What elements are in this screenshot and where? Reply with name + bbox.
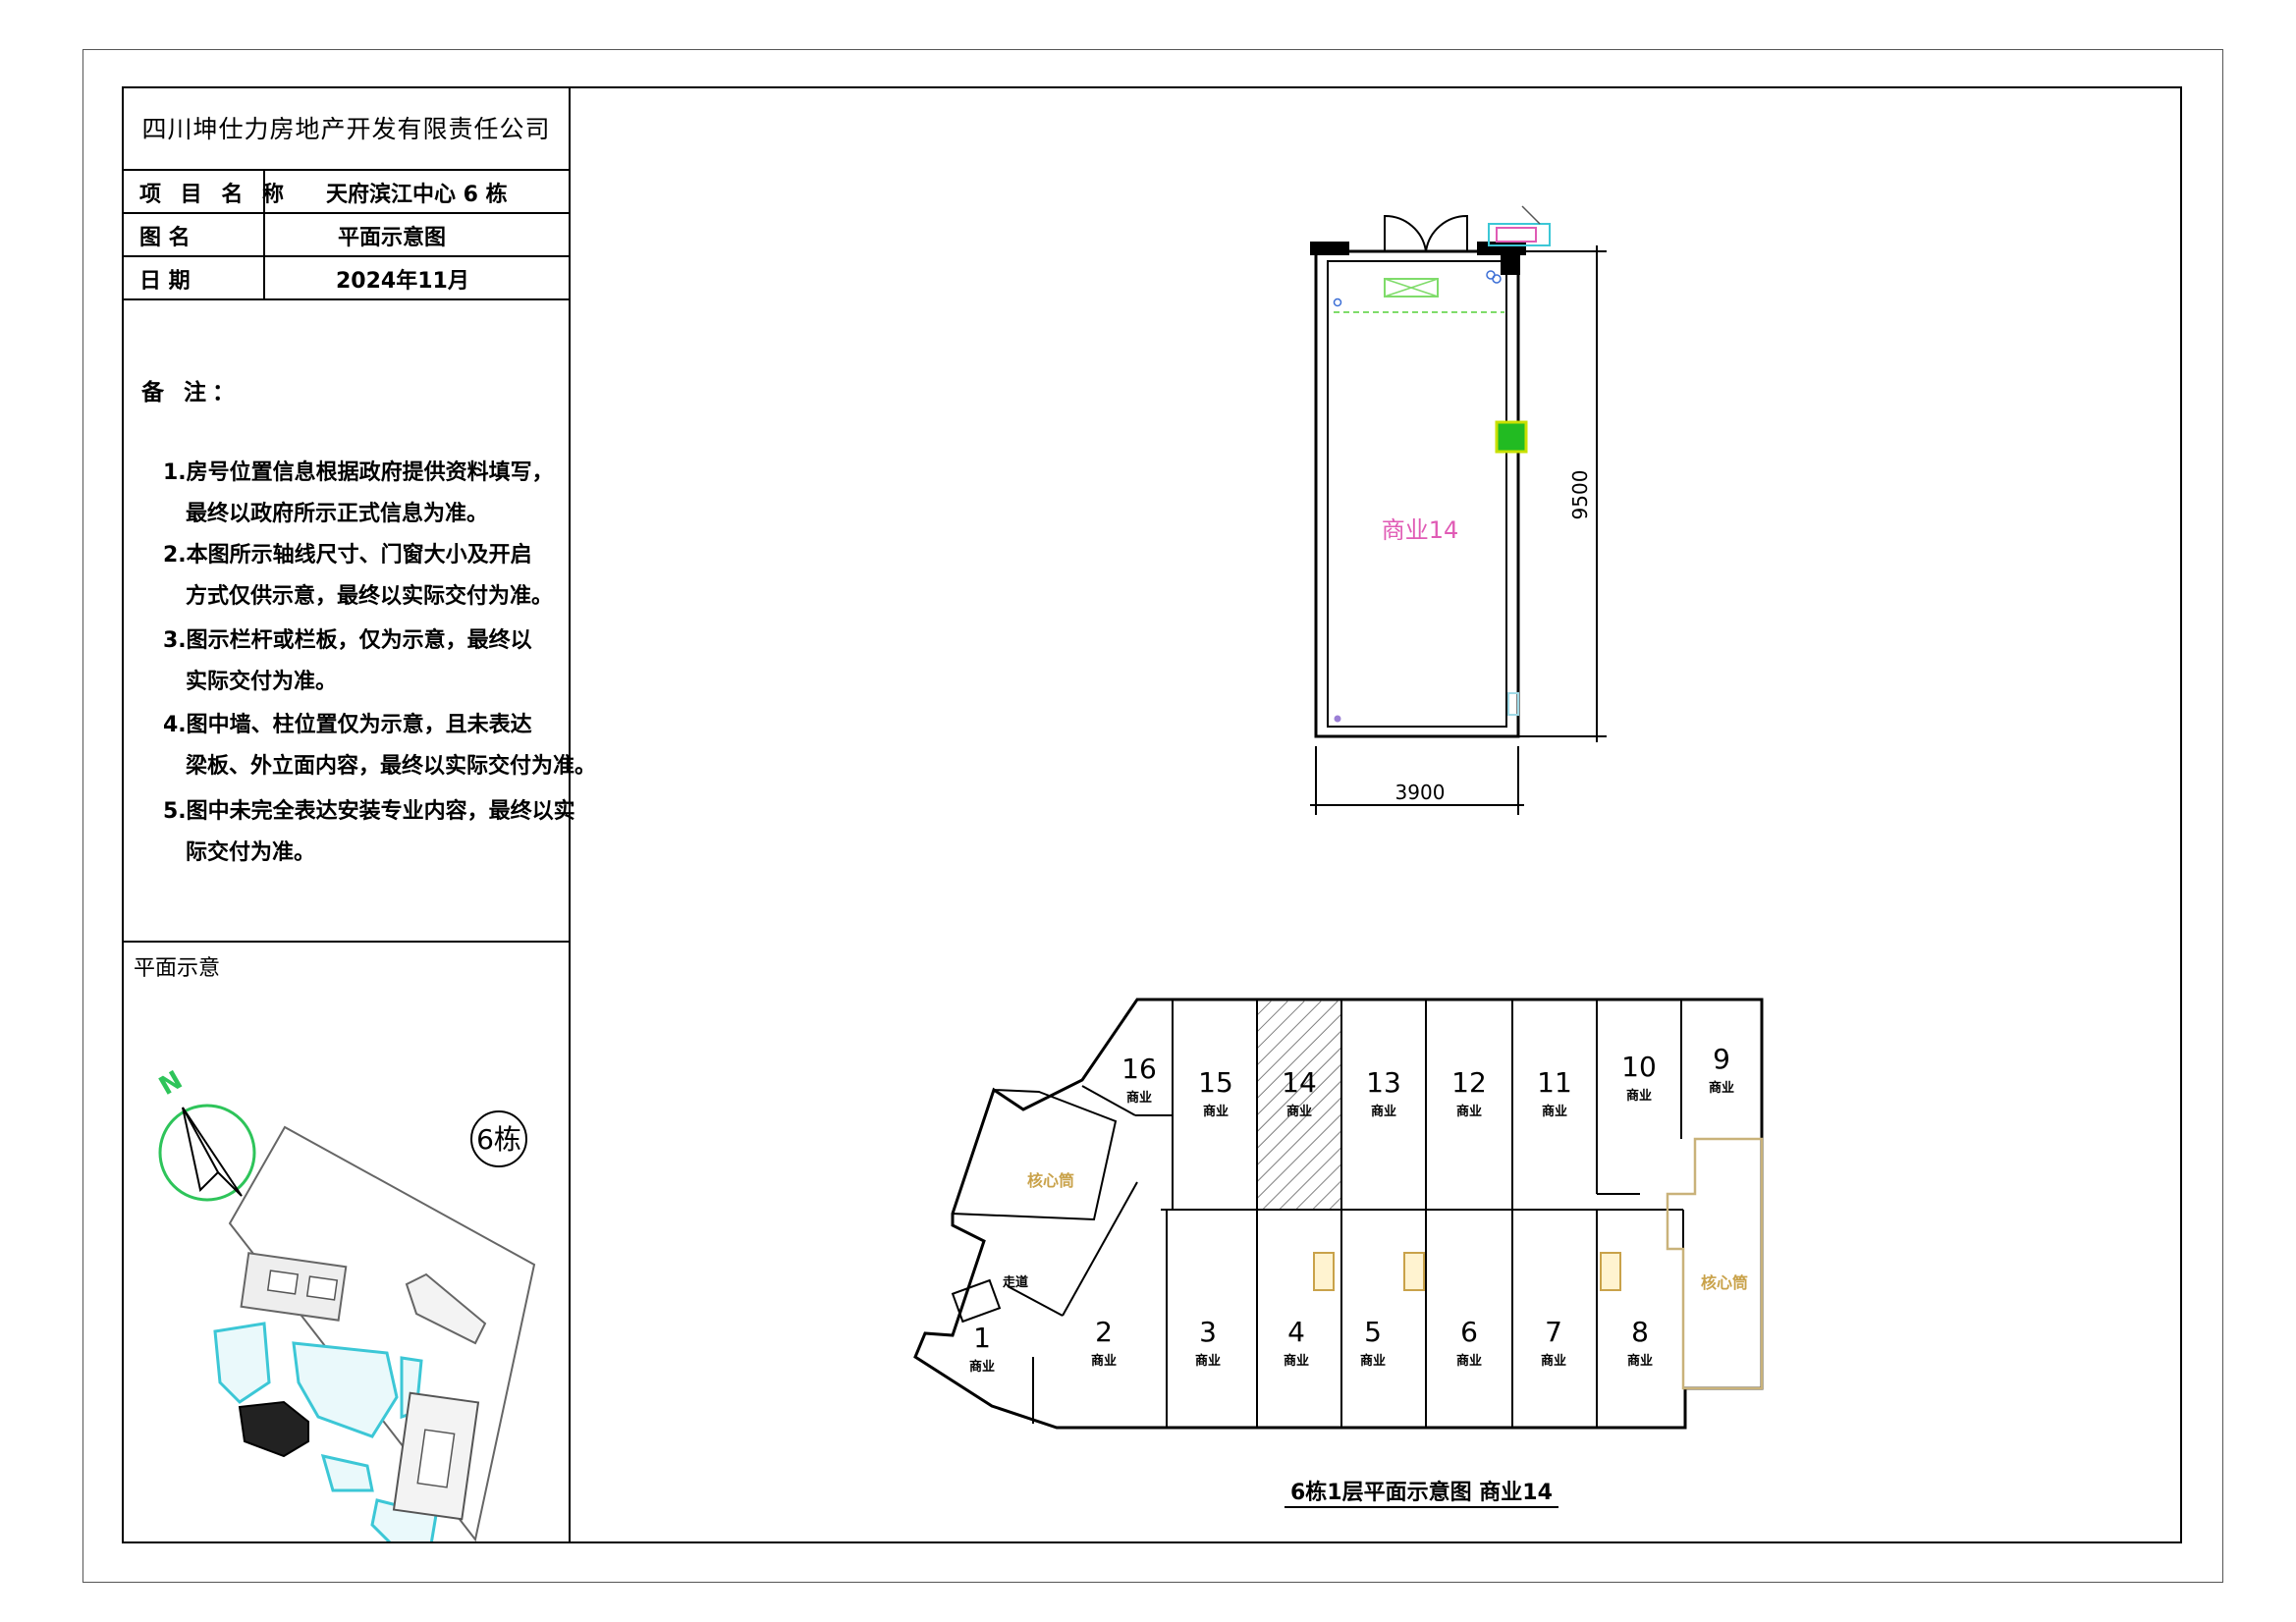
east-block — [405, 1272, 487, 1345]
note-line: 实际交付为准。 — [163, 670, 337, 694]
compass-icon: N — [154, 1065, 256, 1202]
unit-label: 商业14 — [1382, 516, 1459, 544]
divider — [122, 212, 571, 214]
unit-use: 商业 — [1626, 1088, 1652, 1104]
unit-use: 商业 — [1091, 1353, 1117, 1369]
unit-use: 商业 — [1542, 1104, 1567, 1119]
unit-number: 15 — [1198, 1066, 1233, 1099]
building-tag: 6栋 — [470, 1110, 527, 1167]
note-line: 5.图中未完全表达安装专业内容，最终以实 — [163, 799, 575, 824]
building-tag-label: 6栋 — [476, 1123, 521, 1156]
unit-14-highlight — [1256, 999, 1342, 1211]
note-line: 3.图示栏杆或栏板，仅为示意，最终以 — [163, 628, 532, 653]
unit-number: 6 — [1460, 1316, 1478, 1348]
dimension-height — [1518, 245, 1607, 742]
unit-number: 13 — [1366, 1066, 1401, 1099]
site-boundary — [228, 1125, 536, 1541]
unit-number: 5 — [1364, 1316, 1382, 1348]
divider — [122, 298, 571, 300]
equipment-icon — [1486, 205, 1551, 284]
floor-plan-caption: 6栋1层平面示意图 商业14 — [1285, 1475, 1558, 1508]
unit-number: 10 — [1621, 1051, 1657, 1083]
unit-inner-wall — [1327, 260, 1507, 728]
drawing-frame — [122, 86, 2182, 1543]
unit-number: 16 — [1121, 1053, 1157, 1085]
dimension-width — [1310, 746, 1524, 815]
unit-number: 1 — [973, 1322, 991, 1354]
unit-use: 商业 — [1360, 1353, 1386, 1369]
double-door-icon — [1384, 214, 1468, 252]
divider — [122, 255, 571, 257]
top-unit-labels: 16 商业 15 商业 14 商业 13 商业 12 商业 11 商业 10 商… — [1121, 1043, 1734, 1119]
dimension-height-value: 9500 — [1568, 470, 1592, 520]
floor-plan: 16 商业 15 商业 14 商业 13 商业 12 商业 11 商业 10 商… — [913, 998, 1764, 1430]
note-line: 2.本图所示轴线尺寸、门窗大小及开启 — [163, 543, 532, 568]
unit-use: 商业 — [1203, 1104, 1229, 1119]
divider — [122, 941, 571, 943]
divider — [122, 169, 571, 171]
corridor-label: 走道 — [1003, 1274, 1028, 1290]
note-line: 4.图中墙、柱位置仅为示意，且未表达 — [163, 713, 532, 737]
unit-number: 3 — [1199, 1316, 1217, 1348]
unit-plan: 商业14 9500 3900 — [1310, 205, 1607, 815]
key-plan: N 6栋 — [154, 1065, 536, 1541]
note-line: 梁板、外立面内容，最终以实际交付为准。 — [163, 754, 596, 779]
drawing-name-label: 图 名 — [139, 226, 191, 250]
core-area-right — [1666, 1137, 1764, 1390]
unit-use: 商业 — [1284, 1353, 1309, 1369]
note-line: 最终以政府所示正式信息为准。 — [163, 502, 488, 526]
unit-number: 7 — [1545, 1316, 1562, 1348]
door-markers — [1313, 1252, 1621, 1291]
vent-icon — [1384, 278, 1439, 297]
unit-outer-wall — [1314, 249, 1520, 738]
project-label: 项 目 名 称 — [139, 183, 290, 207]
building-6-highlight — [238, 1400, 309, 1458]
dimension-width-value: 3900 — [1395, 781, 1446, 804]
bottom-partitions — [1007, 1181, 1684, 1428]
unit-number: 14 — [1282, 1066, 1317, 1099]
outer-frame — [82, 49, 2223, 1583]
key-plan-title: 平面示意 — [134, 956, 221, 981]
note-line: 方式仅供示意，最终以实际交付为准。 — [163, 584, 553, 609]
unit-use: 商业 — [1709, 1080, 1734, 1096]
note-line: 际交付为准。 — [163, 840, 315, 865]
core-label-left: 核心筒 — [1027, 1171, 1074, 1190]
unit-use: 商业 — [1126, 1090, 1152, 1106]
unit-use: 商业 — [1286, 1104, 1312, 1119]
date-label: 日 期 — [139, 269, 191, 294]
north-label: N — [154, 1065, 188, 1102]
unit-use: 商业 — [1195, 1353, 1221, 1369]
notes-title: 备 注： — [141, 380, 242, 406]
unit-number: 9 — [1713, 1043, 1730, 1075]
core-area-left — [951, 1088, 1118, 1221]
unit-number: 11 — [1537, 1066, 1572, 1099]
date-value: 2024年11月 — [336, 269, 469, 294]
unit-use: 商业 — [1627, 1353, 1653, 1369]
column-divider — [263, 169, 265, 298]
core-label-right: 核心筒 — [1701, 1273, 1748, 1292]
unit-use: 商业 — [1456, 1104, 1482, 1119]
unit-use: 商业 — [1541, 1353, 1566, 1369]
unit-number: 8 — [1631, 1316, 1649, 1348]
unit-use: 商业 — [1456, 1353, 1482, 1369]
unit-use: 商业 — [1371, 1104, 1396, 1119]
drawing-name-value: 平面示意图 — [338, 226, 447, 250]
project-value: 天府滨江中心 6 栋 — [326, 183, 508, 207]
unit-number: 2 — [1095, 1316, 1113, 1348]
bottom-unit-labels: 1 商业 2 商业 3 商业 4 商业 5 商业 6 商业 7 商业 8 商业 — [969, 1316, 1653, 1375]
company-name: 四川坤仕力房地产开发有限责任公司 — [141, 115, 551, 143]
unit-number: 4 — [1287, 1316, 1305, 1348]
unit-number: 12 — [1451, 1066, 1487, 1099]
note-line: 1.房号位置信息根据政府提供资料填写， — [163, 460, 554, 485]
title-block: 四川坤仕力房地产开发有限责任公司 项 目 名 称 天府滨江中心 6 栋 图 名 … — [122, 86, 596, 1543]
unit-use: 商业 — [969, 1359, 995, 1375]
podium-blocks — [213, 1322, 438, 1541]
structural-column — [1495, 420, 1528, 454]
